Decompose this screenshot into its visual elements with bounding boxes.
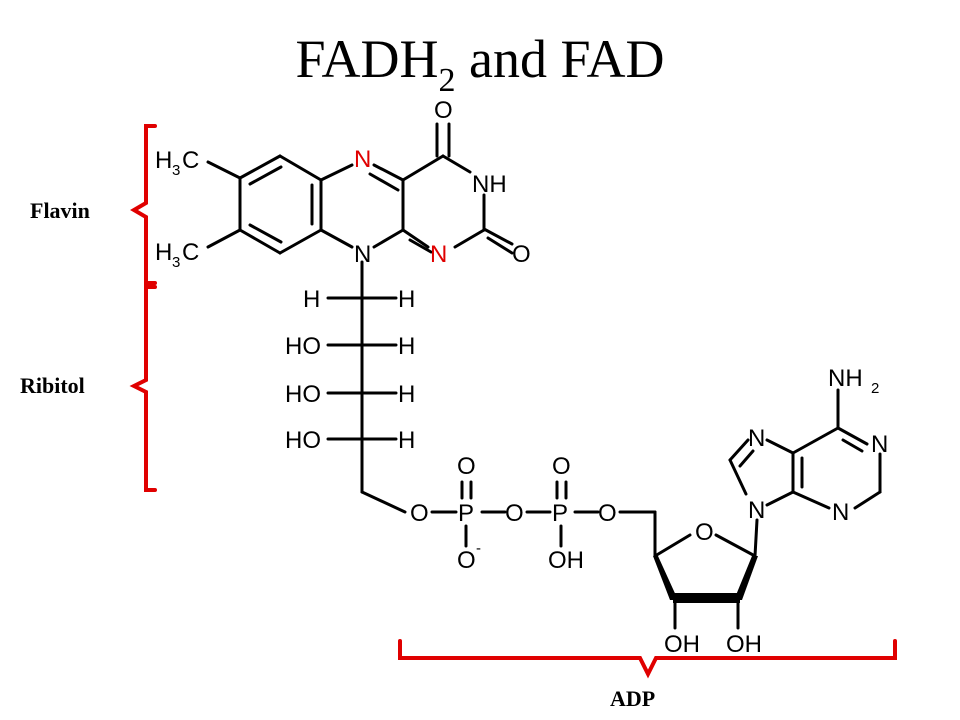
flavin-label: Flavin [30, 198, 90, 223]
atom-labels: H 3 C H 3 C N N N NH O O H H HO H HO H H… [155, 97, 888, 658]
ribitol-h-right-2: H [398, 333, 415, 360]
phosphorus-1: P [458, 500, 474, 527]
nitrogen-n5: N [354, 146, 371, 173]
ribitol-ho-2: HO [285, 333, 321, 360]
amino-subscript: 2 [871, 380, 879, 397]
oxygen-c2: O [512, 241, 531, 268]
methyl-upper-subscript: 3 [172, 162, 180, 179]
title-main: FADH [295, 29, 439, 89]
ribose-hydroxyl-2: OH [664, 631, 700, 658]
bridge-oxygen-1: O [410, 500, 429, 527]
bonds [206, 122, 882, 630]
ribitol-h-left-1: H [303, 286, 320, 313]
ribitol-bracket [129, 285, 157, 492]
oxygen-c4: O [434, 97, 453, 124]
ribitol-h-right-1: H [398, 286, 415, 313]
amino-nh: NH [828, 365, 863, 392]
adenine-n3: N [832, 499, 849, 526]
phosphoryl-oxygen-2: O [552, 453, 571, 480]
ribose-bold-bonds [653, 556, 758, 603]
oxide-oxygen: O [457, 547, 476, 574]
nitrogen-n1: N [430, 241, 447, 268]
phosphoryl-oxygen-1: O [457, 453, 476, 480]
ribitol-ho-4: HO [285, 427, 321, 454]
ribose-ring-oxygen: O [695, 519, 714, 546]
page-title: FADH2 and FAD [0, 28, 960, 100]
adp-bracket [398, 639, 897, 679]
adenine-n1: N [871, 431, 888, 458]
phosphorus-2: P [552, 500, 568, 527]
methyl-upper-h: H [155, 147, 172, 174]
nitrogen-n10: N [354, 241, 371, 268]
title-rest: and FAD [455, 29, 665, 89]
nitrogen-n3h: NH [472, 171, 507, 198]
methyl-lower-subscript: 3 [172, 254, 180, 271]
ribitol-ho-3: HO [285, 381, 321, 408]
bridge-oxygen-3: O [598, 500, 617, 527]
methyl-lower-h: H [155, 239, 172, 266]
methyl-lower-c: C [182, 239, 199, 266]
bridge-oxygen-2: O [505, 500, 524, 527]
ribose-hydroxyl-3: OH [726, 631, 762, 658]
phosphate-hydroxyl: OH [548, 547, 584, 574]
adp-label: ADP [610, 686, 656, 711]
ribitol-h-right-3: H [398, 381, 415, 408]
methyl-upper-c: C [182, 147, 199, 174]
flavin-bracket [130, 124, 157, 285]
adenine-n9: N [748, 497, 765, 524]
adenine-n7: N [748, 425, 765, 452]
oxide-charge: - [476, 540, 481, 557]
ribitol-h-right-4: H [398, 427, 415, 454]
title-subscript: 2 [438, 62, 456, 99]
ribitol-label: Ribitol [20, 373, 85, 398]
